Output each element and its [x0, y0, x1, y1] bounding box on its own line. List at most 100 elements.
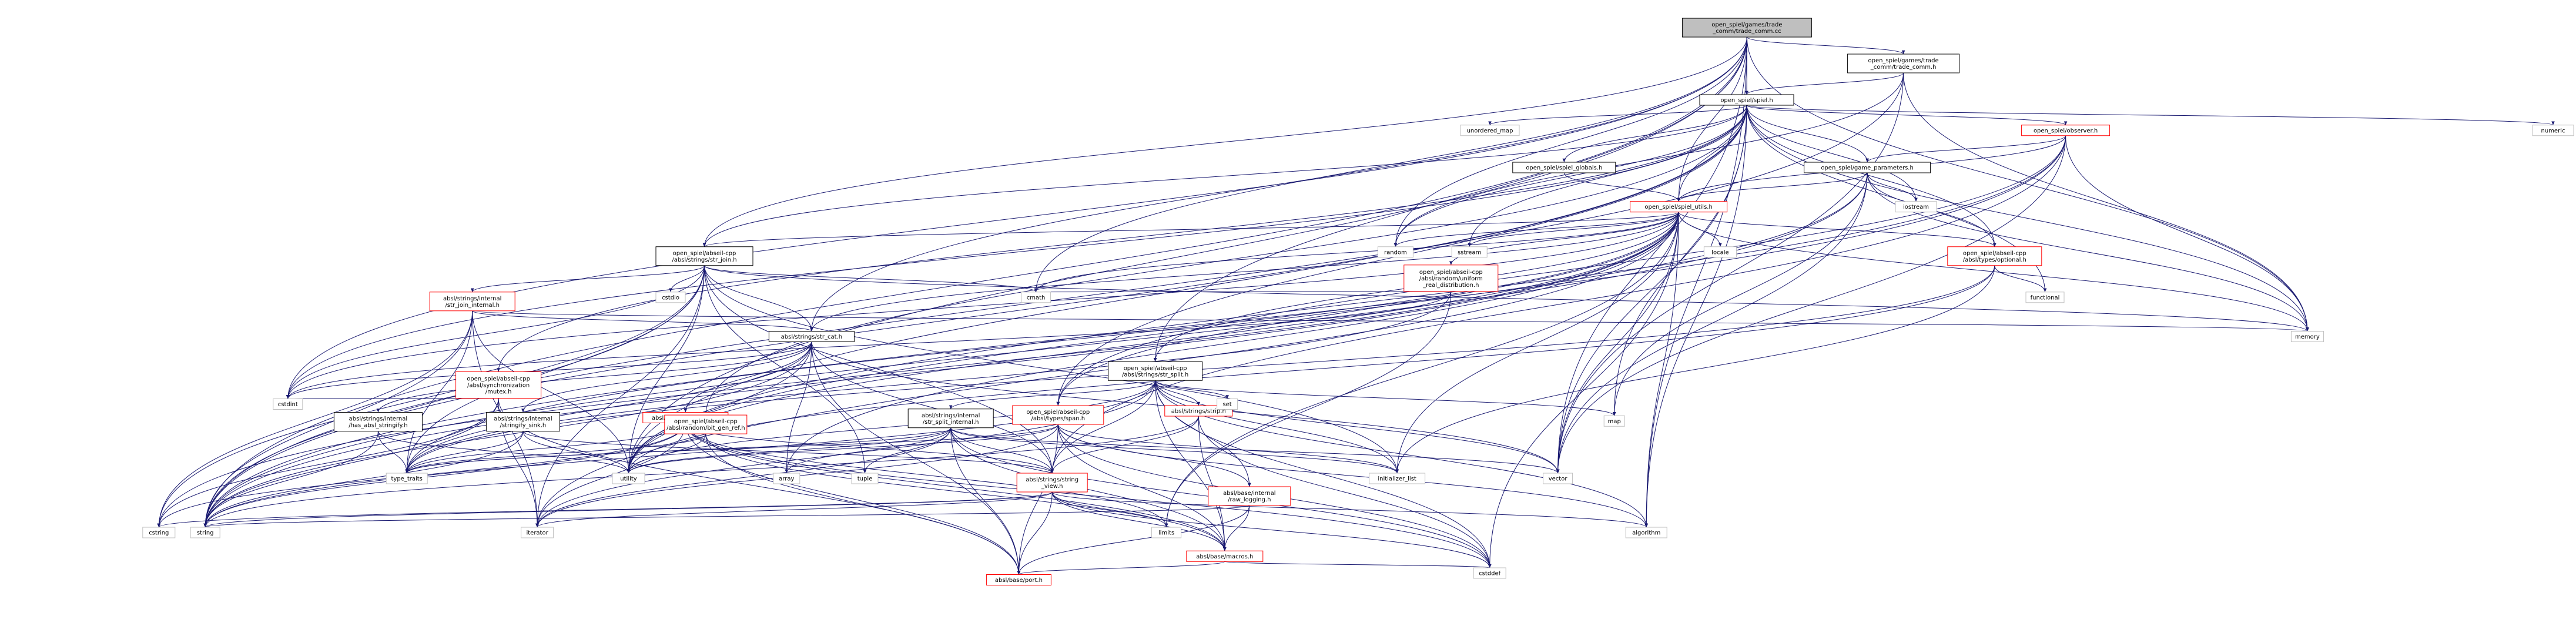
edge-spiel-to-sstream: [1468, 105, 1747, 247]
edge-gparams-to-sutils: [1677, 172, 1868, 202]
node-label: functional: [2031, 294, 2060, 301]
node-box: [333, 412, 423, 431]
edge-strsplit-to-ssinternal: [949, 380, 1156, 409]
edge-strip-to-cstddef: [1198, 416, 1492, 568]
node-box: [1625, 527, 1667, 538]
node-strip[interactable]: absl/strings/strip.h: [1164, 405, 1233, 417]
edge-tch-to-string: [203, 72, 1904, 528]
edge-sutils-to-vector: [1556, 212, 1679, 474]
edge-stringview-to-macros: [1051, 491, 1227, 551]
node-bitgen[interactable]: open_spiel/abseil-cpp/absl/random/bit_ge…: [664, 414, 748, 434]
edge-spiel-to-optional: [1746, 105, 1997, 247]
edge-hasstr-to-type_traits: [377, 431, 408, 474]
node-box: [2021, 125, 2111, 136]
node-strcat[interactable]: absl/strings/str_cat.h: [768, 331, 855, 342]
edge-macros-to-cstddef: [1224, 561, 1491, 568]
edge-strsplit-to-macros: [1155, 380, 1227, 551]
edge-root-to-algorithm: [1644, 37, 1747, 528]
node-root[interactable]: open_spiel/games/trade_comm/trade_comm.c…: [1681, 18, 1812, 38]
edge-unif-to-limits: [1164, 291, 1452, 528]
edge-sutils-to-sstream: [1468, 212, 1679, 247]
edge-strsplit-to-initlist: [1155, 380, 1399, 474]
node-strsplit[interactable]: open_spiel/abseil-cpp/absl/strings/str_s…: [1108, 361, 1203, 381]
node-ssinternal[interactable]: absl/strings/internal/str_split_internal…: [907, 409, 994, 429]
node-box: [1016, 473, 1088, 493]
node-mutex[interactable]: open_spiel/abseil-cpp/absl/synchronizati…: [455, 371, 542, 399]
edge-sutils-to-optional: [1678, 212, 1997, 247]
node-stringview[interactable]: absl/strings/string_view.h: [1016, 473, 1088, 493]
node-observer[interactable]: open_spiel/observer.h: [2021, 125, 2111, 136]
edge-sjinternal-to-cstring: [157, 310, 473, 528]
edge-ssinternal-to-macros: [950, 427, 1227, 551]
edge-stringview-to-port: [1017, 491, 1053, 575]
node-label: algorithm: [1632, 530, 1660, 537]
edge-strcat-to-stringview: [811, 342, 1054, 474]
edge-numbers-to-macros: [685, 423, 1227, 551]
edge-optional-to-functional: [1994, 265, 2047, 292]
node-umap: unordered_map: [1460, 125, 1520, 136]
node-spiel[interactable]: open_spiel/spiel.h: [1699, 94, 1794, 106]
edge-root-to-utility: [627, 37, 1747, 474]
edge-sutils-to-cstring: [157, 212, 1679, 528]
node-box: [1847, 53, 1960, 73]
node-label: open_spiel/abseil-cpp: [674, 419, 738, 425]
node-label: tuple: [857, 476, 873, 483]
node-label: _comm/trade_comm.cc: [1712, 28, 1781, 35]
edge-sjinternal-to-strcat: [472, 310, 813, 332]
edge-optional-to-utility: [627, 265, 1995, 474]
node-stringify[interactable]: absl/strings/internal/stringify_sink.h: [485, 412, 560, 431]
node-label: open_spiel/observer.h: [2034, 128, 2098, 134]
node-box: [2025, 292, 2065, 303]
edge-spiel-to-vector: [1556, 105, 1747, 474]
node-sjinternal[interactable]: absl/strings/internal/str_join_internal.…: [429, 292, 515, 312]
edge-observer-to-string: [203, 135, 2066, 528]
node-gparams[interactable]: open_spiel/game_parameters.h: [1804, 162, 1931, 173]
edge-root-to-strsplit: [1153, 37, 1747, 362]
edge-rawlog-to-string: [204, 505, 1250, 528]
node-label: /str_join_internal.h: [445, 302, 500, 309]
edge-strcat-to-hasstr: [376, 342, 812, 413]
node-macros[interactable]: absl/base/macros.h: [1186, 550, 1264, 562]
edge-strsplit-to-string: [203, 380, 1156, 528]
node-strjoin[interactable]: open_spiel/abseil-cpp/absl/strings/str_j…: [655, 246, 753, 266]
node-optional[interactable]: open_spiel/abseil-cpp/absl/types/optiona…: [1947, 246, 2042, 266]
edge-spiel-to-cstdint: [286, 105, 1747, 399]
edge-strjoin-to-initlist: [704, 265, 1399, 474]
node-box: [1473, 567, 1506, 579]
edge-unif-to-type_traits: [405, 291, 1452, 474]
node-box: [1895, 201, 1937, 213]
edge-strjoin-to-memory: [704, 265, 2309, 332]
edge-numbers-to-limits: [685, 423, 1168, 528]
node-sutils[interactable]: open_spiel/spiel_utils.h: [1630, 201, 1728, 213]
node-cstring: cstring: [142, 527, 176, 538]
node-label: _comm/trade_comm.h: [1870, 64, 1937, 71]
node-unif[interactable]: open_spiel/abseil-cpp/absl/random/unifor…: [1403, 265, 1499, 292]
edge-stringify-to-string: [203, 431, 524, 528]
node-label: open_spiel/abseil-cpp: [1963, 250, 2026, 257]
edge-root-to-cstdint: [286, 37, 1747, 399]
edge-observer-to-gparams: [1865, 135, 2066, 163]
node-tch[interactable]: open_spiel/games/trade_comm/trade_comm.h: [1847, 53, 1960, 73]
edge-stringview-to-algorithm: [1051, 491, 1648, 528]
edge-macros-to-port: [1017, 561, 1225, 575]
node-label: open_spiel/abseil-cpp: [467, 376, 530, 383]
node-box: [1369, 473, 1426, 484]
node-array: array: [773, 473, 800, 484]
node-box: [1947, 246, 2042, 266]
edge-sutils-to-algorithm: [1644, 212, 1679, 528]
node-label: /absl/synchronization: [467, 383, 530, 389]
node-label: iostream: [1903, 204, 1929, 210]
node-port[interactable]: absl/base/port.h: [986, 574, 1051, 585]
node-globals[interactable]: open_spiel/spiel_globals.h: [1512, 162, 1616, 173]
edge-spiel-to-bitgen: [704, 105, 1747, 416]
edge-strjoin-to-type_traits: [405, 265, 705, 474]
node-box: [1630, 201, 1728, 213]
node-box: [521, 527, 554, 538]
node-span[interactable]: open_spiel/abseil-cpp/absl/types/span.h: [1012, 405, 1104, 425]
node-hasstr[interactable]: absl/strings/internal/has_absl_stringify…: [333, 412, 423, 431]
edge-sutils-to-type_traits: [405, 212, 1679, 474]
node-rawlog[interactable]: absl/base/internal/raw_logging.h: [1208, 486, 1291, 506]
edge-root-to-memory: [1746, 37, 2309, 332]
edge-sutils-to-string: [203, 212, 1679, 528]
edge-strip-to-macros: [1198, 416, 1227, 551]
